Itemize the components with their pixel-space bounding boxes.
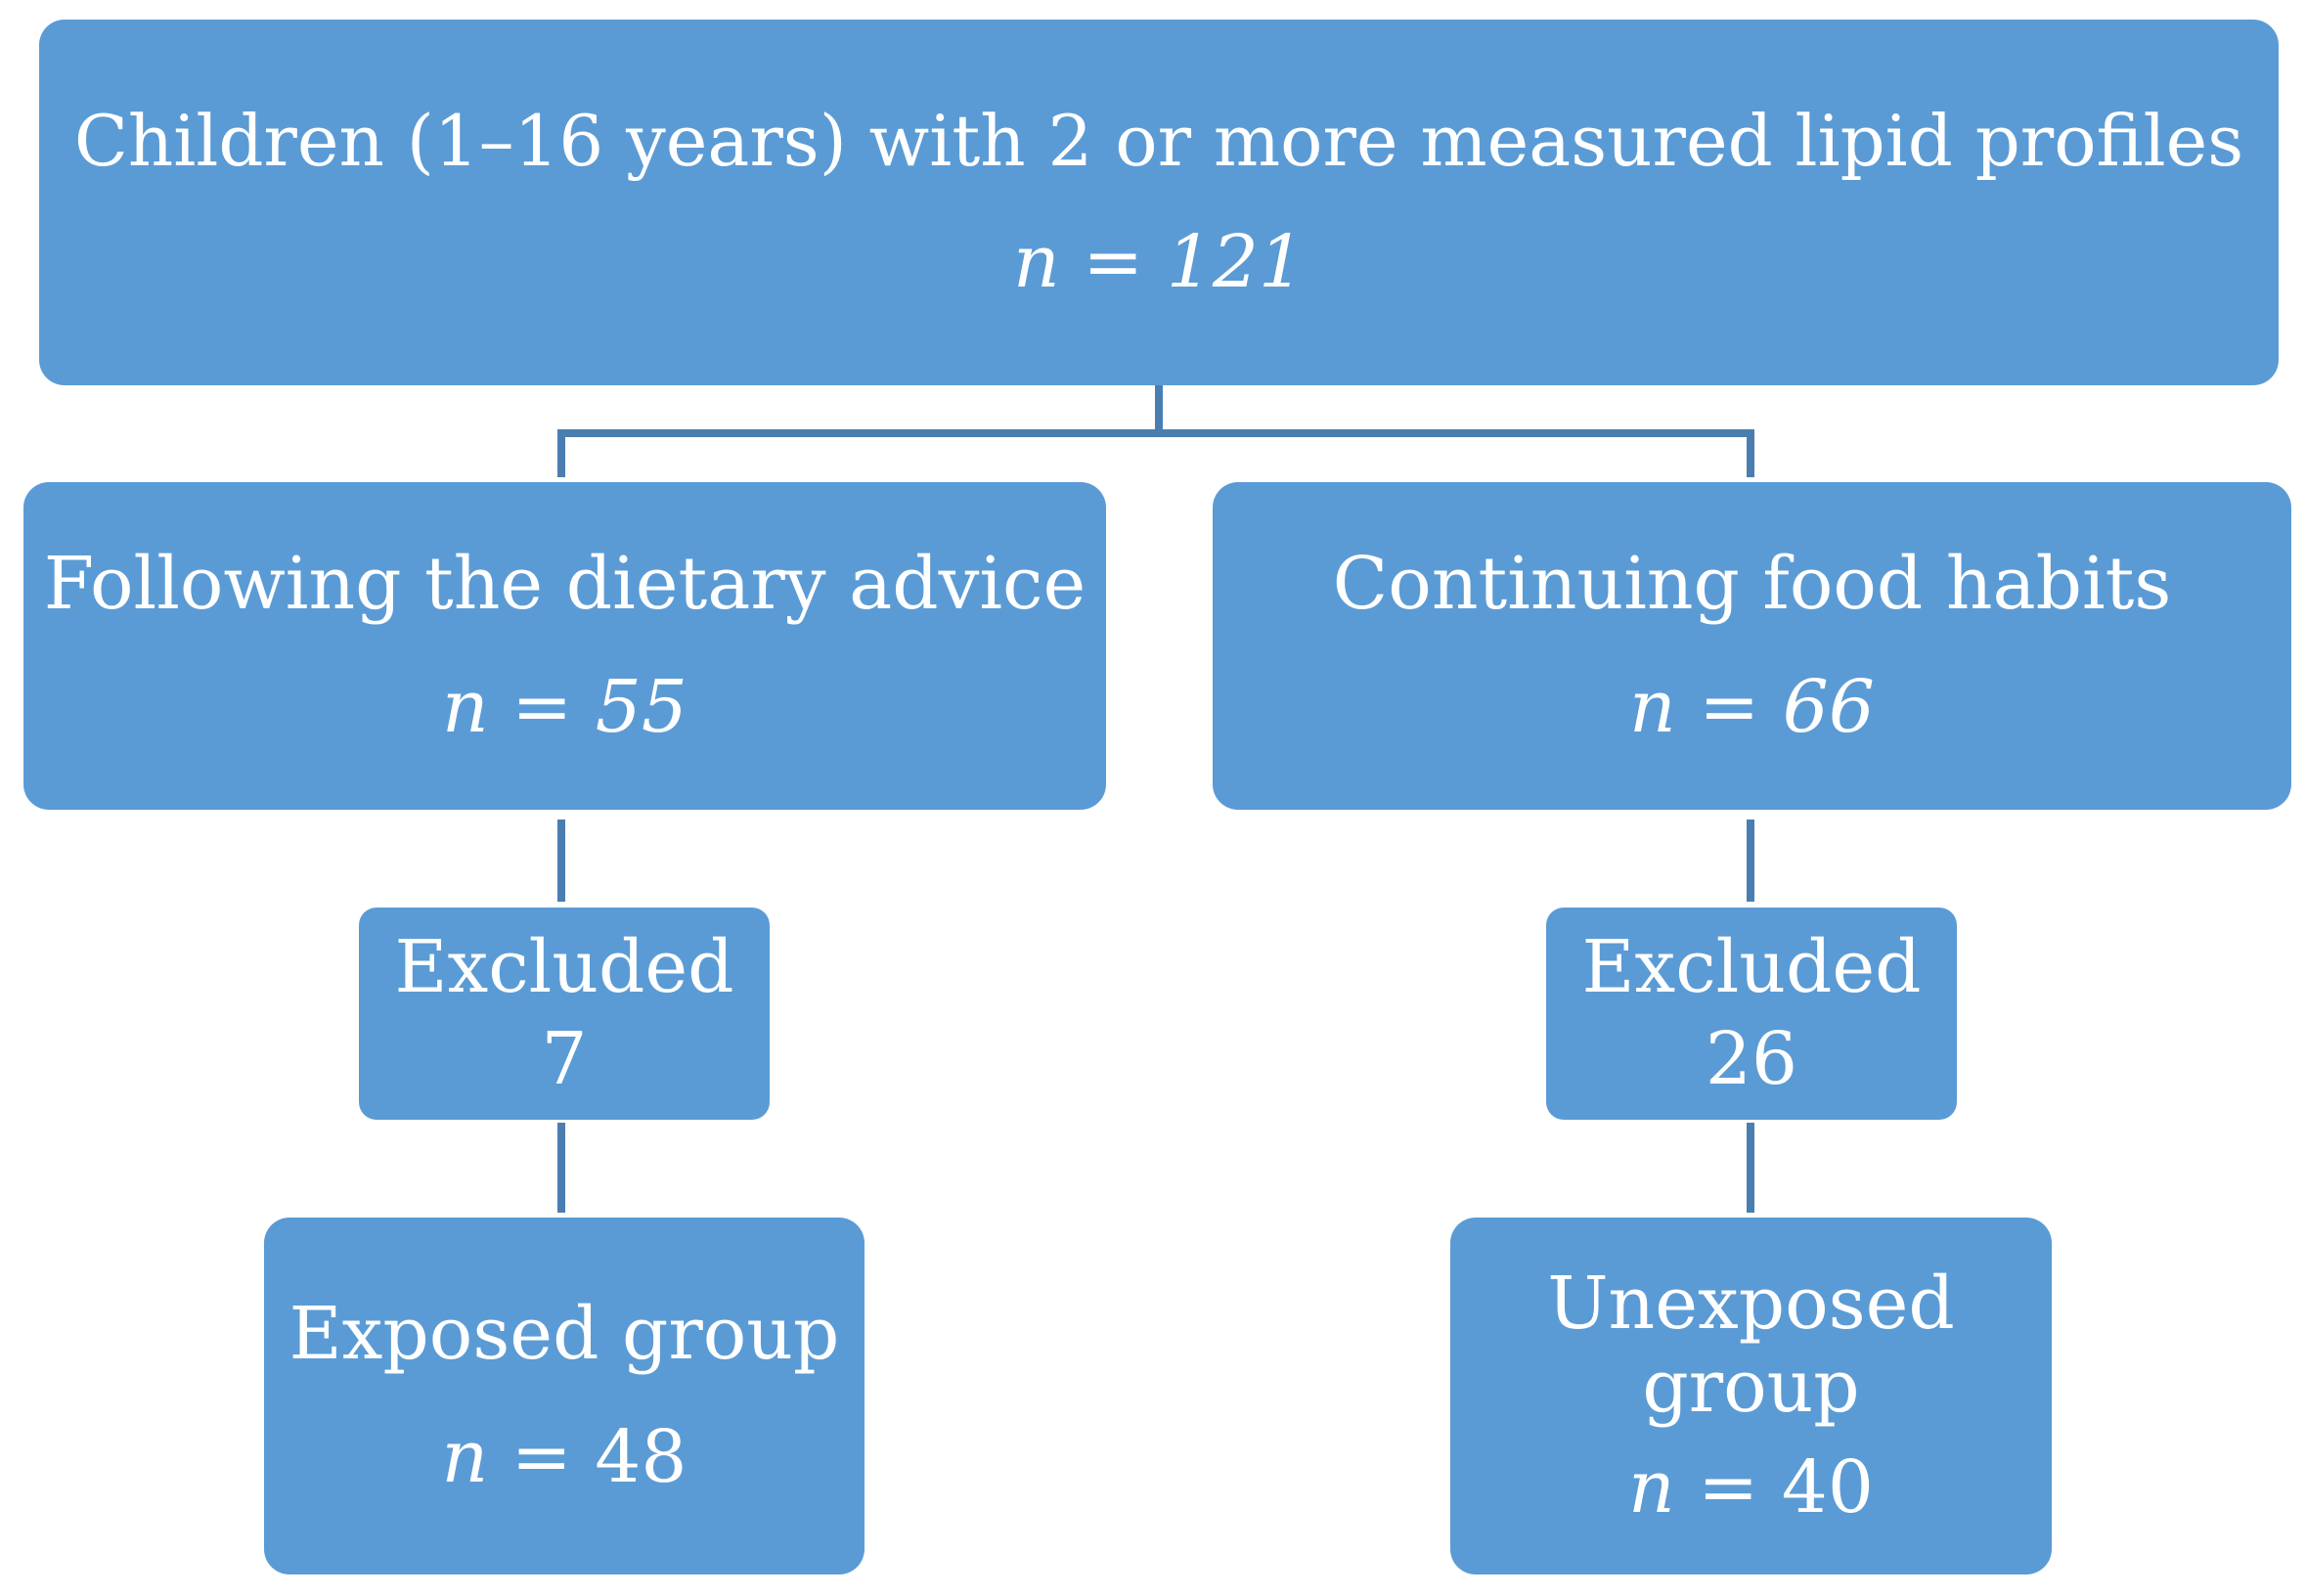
- right-excluded-box: Excluded 26: [1546, 908, 1957, 1120]
- right-n-value: = 66: [1675, 664, 1875, 749]
- right-excluded-count: 26: [1705, 1016, 1798, 1101]
- right-title: Continuing food habits: [1332, 542, 2172, 627]
- left-n-label: n: [442, 664, 489, 749]
- exposed-n-label: n: [441, 1414, 489, 1499]
- unexposed-group-box: Unexposed group n = 40: [1450, 1218, 2052, 1574]
- unexposed-n-value: = 40: [1674, 1445, 1874, 1530]
- exposed-n-value: = 48: [488, 1414, 687, 1499]
- root-n-value: = 121: [1059, 219, 1305, 304]
- exposed-group-count: n = 48: [441, 1414, 687, 1499]
- exposed-group-box: Exposed group n = 48: [264, 1218, 864, 1574]
- root-count: n = 121: [1013, 219, 1305, 304]
- root-n-label: n: [1013, 219, 1060, 304]
- left-box: Following the dietary advice n = 55: [23, 482, 1106, 810]
- root-title: Children (1–16 years) with 2 or more mea…: [73, 100, 2244, 183]
- unexposed-n-label: n: [1628, 1445, 1675, 1530]
- left-excluded-box: Excluded 7: [359, 908, 770, 1120]
- left-title: Following the dietary advice: [43, 542, 1086, 627]
- right-count: n = 66: [1629, 664, 1875, 749]
- right-excluded-label: Excluded: [1581, 925, 1922, 1010]
- unexposed-group-title: Unexposed group: [1547, 1261, 1955, 1429]
- right-box: Continuing food habits n = 66: [1213, 482, 2291, 810]
- root-box: Children (1–16 years) with 2 or more mea…: [39, 20, 2279, 385]
- left-excluded-label: Excluded: [394, 925, 734, 1010]
- unexposed-group-count: n = 40: [1628, 1445, 1874, 1530]
- left-count: n = 55: [442, 664, 687, 749]
- left-n-value: = 55: [488, 664, 687, 749]
- exposed-group-title: Exposed group: [288, 1292, 840, 1377]
- right-n-label: n: [1629, 664, 1676, 749]
- left-excluded-count: 7: [541, 1016, 588, 1101]
